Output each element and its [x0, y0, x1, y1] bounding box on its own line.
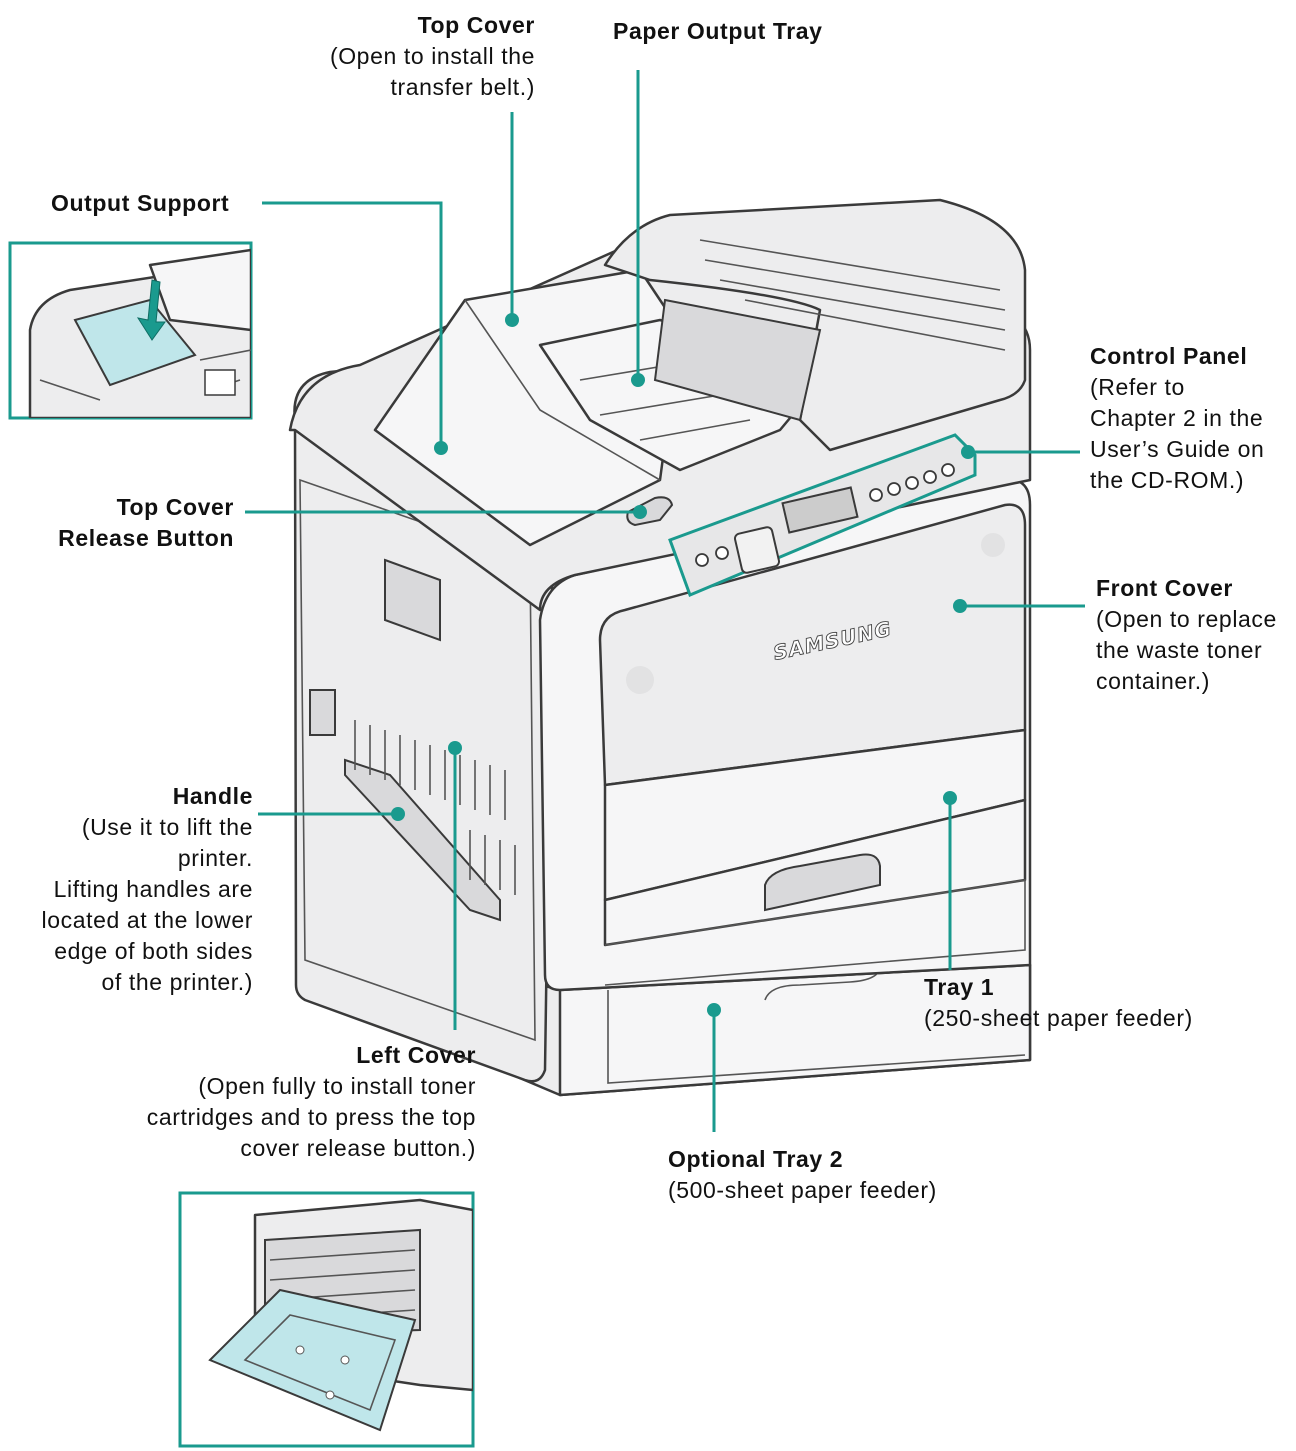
callout-tray-1: Tray 1 (250-sheet paper feeder): [924, 972, 1193, 1034]
top-cover-desc: (Open to install the transfer belt.): [329, 43, 535, 100]
callout-top-cover: Top Cover (Open to install the transfer …: [330, 10, 535, 103]
left-cover-open-panel: [208, 1288, 417, 1432]
front-cover-desc: (Open to replace the waste toner contain…: [1096, 606, 1277, 694]
left-cover-latch: [384, 558, 441, 642]
output-support-inset: [8, 241, 253, 420]
handle-slot: [344, 758, 501, 922]
tray-1-title: Tray 1: [924, 974, 995, 1000]
tray-1-grip: [764, 853, 881, 912]
output-support-flap: [73, 298, 197, 387]
handle-title: Handle: [172, 783, 253, 809]
callout-output-support: Output Support: [51, 188, 229, 219]
control-panel-title: Control Panel: [1090, 343, 1248, 369]
output-support-title: Output Support: [51, 190, 230, 216]
leader-lines: [245, 70, 1085, 1132]
callout-paper-output-tray: Paper Output Tray: [613, 16, 823, 47]
callout-left-cover: Left Cover (Open fully to install toner …: [147, 1040, 476, 1164]
callout-optional-tray-2: Optional Tray 2 (500-sheet paper feeder): [668, 1144, 937, 1206]
callout-top-cover-release-button: Top Cover Release Button: [58, 492, 234, 554]
left-cover-title: Left Cover: [356, 1042, 476, 1068]
top-cover-title: Top Cover: [417, 12, 535, 38]
optional-tray-2-title: Optional Tray 2: [668, 1146, 844, 1172]
left-cover-desc: (Open fully to install toner cartridges …: [146, 1073, 476, 1161]
front-cover-title: Front Cover: [1096, 575, 1233, 601]
front-cover: [598, 503, 1027, 787]
control-panel-display: [781, 486, 859, 534]
paper-output-tray-title: Paper Output Tray: [613, 18, 823, 44]
callout-front-cover: Front Cover (Open to replace the waste t…: [1096, 573, 1277, 697]
left-cover-inset: [178, 1191, 475, 1448]
callout-handle: Handle (Use it to lift the printer. Lift…: [42, 781, 253, 998]
top-cover-release-title: Top Cover Release Button: [58, 494, 234, 551]
output-slot: [653, 298, 822, 422]
left-vents: [354, 720, 516, 895]
tray-1-desc: (250-sheet paper feeder): [924, 1005, 1193, 1031]
handle-desc: (Use it to lift the printer. Lifting han…: [41, 814, 253, 995]
control-panel-desc: (Refer to Chapter 2 in the User’s Guide …: [1090, 374, 1265, 493]
printer-illustration: SAMSUNG: [288, 198, 1032, 1097]
optional-tray-2-desc: (500-sheet paper feeder): [668, 1177, 937, 1203]
output-housing: [603, 198, 1027, 452]
callout-control-panel: Control Panel (Refer to Chapter 2 in the…: [1090, 341, 1264, 496]
